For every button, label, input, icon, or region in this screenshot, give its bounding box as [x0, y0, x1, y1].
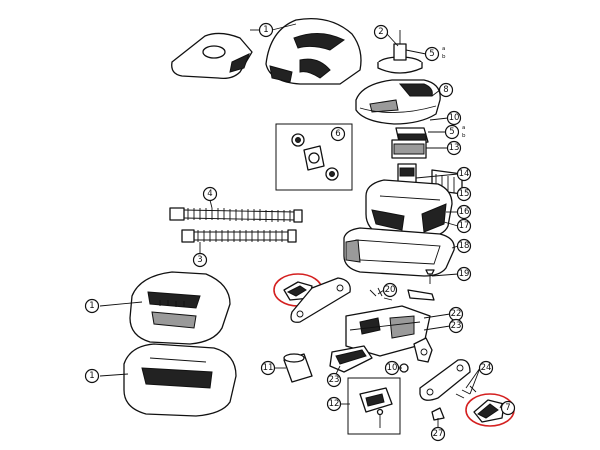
callout: 3 [192, 252, 208, 268]
callout: 4 [202, 186, 218, 202]
callout-sub-label: a [462, 125, 465, 131]
callout-label: 18 [459, 241, 470, 251]
callout-label: 23 [329, 375, 340, 385]
callout: 10 [384, 360, 400, 376]
part-13-gear-box [391, 127, 429, 159]
part-1-cover-large [265, 17, 362, 85]
callout: 1 [84, 298, 100, 314]
callout: 27 [430, 426, 446, 442]
callout: 7 [500, 400, 516, 416]
callout: 19 [456, 266, 472, 282]
callout-label: 27 [433, 429, 444, 439]
part-22-23-chassis [345, 305, 431, 357]
callout: 23 [448, 318, 464, 334]
callout: 16 [456, 204, 472, 220]
callout: 14 [456, 166, 472, 182]
part-8-top-housing [355, 79, 441, 125]
callout-label: 10 [387, 363, 398, 373]
callout: 5 [424, 46, 440, 62]
callout-label: 5 [429, 49, 434, 59]
callout-label: 23 [451, 321, 462, 331]
callout-label: 1 [89, 301, 94, 311]
callout: 1 [84, 368, 100, 384]
part-20-screws [369, 287, 435, 301]
callout-label: 11 [263, 363, 274, 373]
callout: 8 [438, 82, 454, 98]
callout: 6 [330, 126, 346, 142]
callout: 13 [446, 140, 462, 156]
part-4-hose [169, 207, 303, 223]
part-3-hose [181, 229, 297, 243]
callout-label: 19 [459, 269, 470, 279]
callout-label: 6 [335, 129, 340, 139]
callout-label: 15 [459, 189, 470, 199]
callout: 1 [258, 22, 274, 38]
part-27-clip [431, 407, 445, 421]
part-2-turbine [377, 30, 423, 74]
callout-label: 13 [449, 143, 460, 153]
callout: 17 [456, 218, 472, 234]
callout: 5 [444, 124, 460, 140]
part-12-inset [347, 377, 401, 435]
callout-label: 1 [89, 371, 94, 381]
callout-label: 16 [459, 207, 470, 217]
callout-label: 2 [378, 27, 383, 37]
callout-sub-label: a [442, 46, 445, 52]
callout-label: 1 [263, 25, 268, 35]
callout-label: 20 [385, 285, 396, 295]
callout-label: 10 [449, 113, 460, 123]
part-1-housing-lower [123, 343, 237, 417]
callout: 23 [326, 372, 342, 388]
part-18-base-tray [343, 227, 455, 277]
part-bracket-small [413, 337, 433, 363]
part-1-cover-small [171, 32, 253, 80]
callout-label: 12 [329, 399, 340, 409]
leader-lines [99, 33, 503, 428]
callout-label: 8 [443, 85, 448, 95]
callout: 24 [478, 360, 494, 376]
part-11-tube [283, 353, 313, 383]
callout-label: 5 [449, 127, 454, 137]
callout: 22 [448, 306, 464, 322]
part-20-arm [290, 277, 351, 323]
callout-sub-label: b [442, 54, 446, 60]
callout-label: 4 [207, 189, 212, 199]
part-1-housing-upper [129, 271, 231, 345]
callout-label: 14 [459, 169, 470, 179]
callout-label: 17 [459, 221, 470, 231]
callout: 20 [382, 282, 398, 298]
callout: 2 [373, 24, 389, 40]
callout: 12 [326, 396, 342, 412]
callout: 11 [260, 360, 276, 376]
callout-sub-label: b [462, 133, 466, 139]
callout: 18 [456, 238, 472, 254]
part-24-arm [419, 359, 471, 401]
callout: 10 [446, 110, 462, 126]
part-7-pad [465, 393, 515, 427]
callout-label: 22 [451, 309, 462, 319]
callout-label: 3 [197, 255, 202, 265]
part-23-foot [329, 345, 373, 373]
part-19-screw [425, 269, 435, 284]
callout-label: 7 [505, 403, 510, 413]
callout-label: 24 [481, 363, 492, 373]
part-6-inset [275, 123, 353, 191]
part-16-17-body [365, 179, 453, 239]
part-24-screws [455, 385, 477, 399]
callout: 15 [456, 186, 472, 202]
